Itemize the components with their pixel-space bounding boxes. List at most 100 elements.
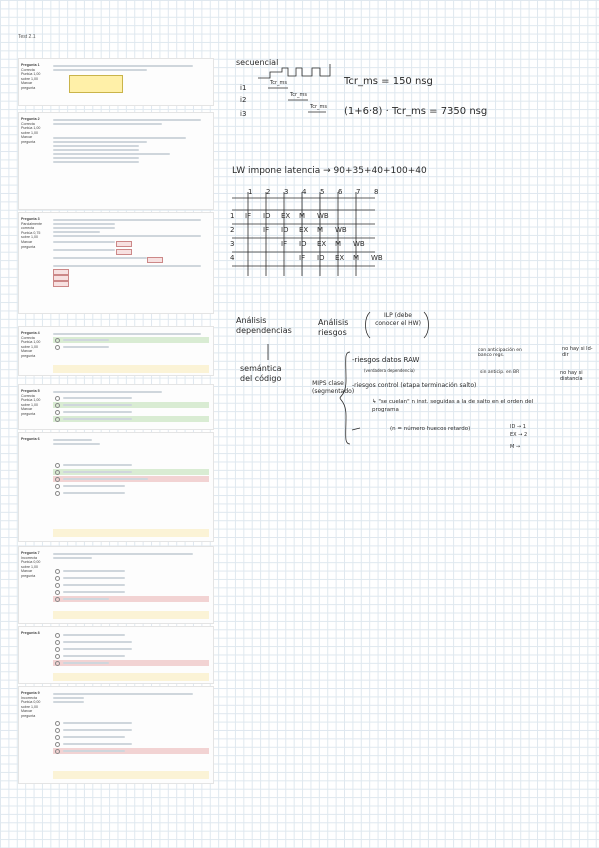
flag-question-link[interactable]: Marcar pregunta (21, 569, 36, 578)
question-text (53, 691, 209, 755)
answer-option[interactable] (53, 727, 209, 733)
answer-option[interactable] (53, 660, 209, 666)
answer-option[interactable] (53, 344, 209, 350)
answer-input[interactable] (116, 249, 133, 256)
question-status: Correcta (21, 121, 35, 126)
question-mark: Puntúa 1,00 sobre 1,00 (21, 72, 41, 81)
answer-option[interactable] (53, 416, 209, 422)
question-info: Pregunta 2 Correcta Puntúa 1,00 sobre 1,… (21, 117, 47, 145)
answer-option[interactable] (53, 632, 209, 638)
question-mark: Puntúa 0,75 sobre 1,00 (21, 230, 41, 240)
question-text (53, 117, 209, 165)
question-info: Pregunta 1 Correcta Puntúa 1,00 sobre 1,… (21, 63, 47, 91)
answer-option[interactable] (53, 646, 209, 652)
pipeline-stage: ID (263, 212, 271, 220)
note-riesgo-control: -riesgos control (etapa terminación salt… (352, 382, 477, 389)
pipeline-cycle-label: 7 (356, 188, 361, 196)
question-7-card: Pregunta 7 Incorrecta Puntúa 0,00 sobre … (18, 546, 214, 624)
pipeline-cycle-label: 1 (248, 188, 253, 196)
pipeline-stage: WB (317, 212, 329, 220)
question-status: Parcialmente correcta (21, 221, 42, 231)
question-mark: Puntúa 1,00 sobre 1,00 (21, 398, 41, 407)
answer-option[interactable] (53, 337, 209, 343)
answer-option[interactable] (53, 469, 209, 475)
flag-question-link[interactable]: Marcar pregunta (21, 349, 36, 358)
pipeline-stage: M (335, 240, 342, 248)
answer-option[interactable] (53, 575, 209, 581)
answer-option[interactable] (53, 462, 209, 468)
answer-option[interactable] (53, 483, 209, 489)
answer-input[interactable] (53, 269, 69, 276)
answer-option[interactable] (53, 395, 209, 401)
answer-option[interactable] (53, 476, 209, 482)
pipeline-stage: M (317, 226, 324, 234)
question-mark: Puntúa 1,00 sobre 1,00 (21, 126, 41, 135)
question-text (53, 63, 209, 73)
pipeline-stage: EX (335, 254, 345, 262)
flag-question-link[interactable]: Marcar pregunta (21, 239, 36, 249)
question-text (53, 631, 209, 667)
answer-option[interactable] (53, 582, 209, 588)
answer-option[interactable] (53, 402, 209, 408)
flag-question-link[interactable]: Marcar pregunta (21, 81, 36, 90)
flag-question-link[interactable]: Marcar pregunta (21, 135, 36, 144)
flag-question-link[interactable]: Marcar pregunta (21, 709, 36, 718)
answer-input[interactable] (147, 257, 164, 264)
note-tcr-1: Tcr_ms (270, 80, 287, 86)
question-6-card: Pregunta 6 (18, 432, 214, 542)
answer-option[interactable] (53, 409, 209, 415)
note-m: M → (510, 444, 521, 450)
note-analisis-dependencias: Análisis dependencias (236, 316, 292, 335)
answer-option[interactable] (53, 734, 209, 740)
question-number: Pregunta 4 (21, 331, 40, 335)
answer-option[interactable] (53, 720, 209, 726)
question-2-card: Pregunta 2 Correcta Puntúa 1,00 sobre 1,… (18, 112, 214, 210)
answer-option[interactable] (53, 568, 209, 574)
answer-option[interactable] (53, 748, 209, 754)
question-1-card: Pregunta 1 Correcta Puntúa 1,00 sobre 1,… (18, 58, 214, 106)
pipeline-stage: ID (281, 226, 289, 234)
question-status: Correcta (21, 67, 35, 72)
highlighted-code (69, 75, 123, 93)
pipeline-stage: ID (317, 254, 325, 262)
flag-question-link[interactable]: Marcar pregunta (21, 407, 36, 416)
question-number: Pregunta 6 (21, 437, 40, 441)
note-equation-2: (1+6·8) · Tcr_ms = 7350 nsg (344, 106, 488, 117)
answer-input[interactable] (116, 241, 133, 248)
pipeline-stage: WB (353, 240, 365, 248)
note-secuencial: secuencial (236, 58, 279, 67)
note-ilp: ILP (debe conocer el HW) (375, 312, 421, 327)
question-info: Pregunta 9 Incorrecta Puntúa 0,00 sobre … (21, 691, 47, 719)
note-mips: MIPS clase (segmentado) (312, 380, 355, 395)
question-mark: Puntúa 1,00 sobre 1,00 (21, 340, 41, 349)
feedback-box (53, 673, 209, 681)
note-equation-1: Tcr_ms = 150 nsg (344, 76, 433, 87)
question-text (53, 389, 209, 423)
answer-input[interactable] (53, 275, 69, 282)
question-text (53, 551, 209, 603)
question-5-card: Pregunta 5 Correcta Puntúa 1,00 sobre 1,… (18, 384, 214, 430)
pipeline-instr-label: 3 (230, 240, 235, 248)
note-tcr-2: Tcr_ms (290, 92, 307, 98)
pipeline-instr-label: 2 (230, 226, 235, 234)
answer-option[interactable] (53, 596, 209, 602)
note-semantica: semántica del código (240, 364, 282, 383)
pipeline-stage: EX (317, 240, 327, 248)
answer-input[interactable] (53, 281, 69, 288)
note-con-anticipacion: con anticipación en banco regs. (478, 348, 522, 358)
answer-option[interactable] (53, 490, 209, 496)
answer-option[interactable] (53, 741, 209, 747)
answer-option[interactable] (53, 653, 209, 659)
note-tcr-3: Tcr_ms (310, 104, 327, 110)
answer-option[interactable] (53, 639, 209, 645)
pipeline-stage: IF (281, 240, 288, 248)
answer-option[interactable] (53, 589, 209, 595)
note-huecos: (n = número huecos retardo) (390, 426, 471, 432)
question-info: Pregunta 4 Correcta Puntúa 1,00 sobre 1,… (21, 331, 47, 359)
feedback-box (53, 771, 209, 779)
question-8-card: Pregunta 8 (18, 626, 214, 684)
page-title: Test 2.1 (18, 34, 36, 40)
pipeline-cycle-label: 5 (320, 188, 325, 196)
